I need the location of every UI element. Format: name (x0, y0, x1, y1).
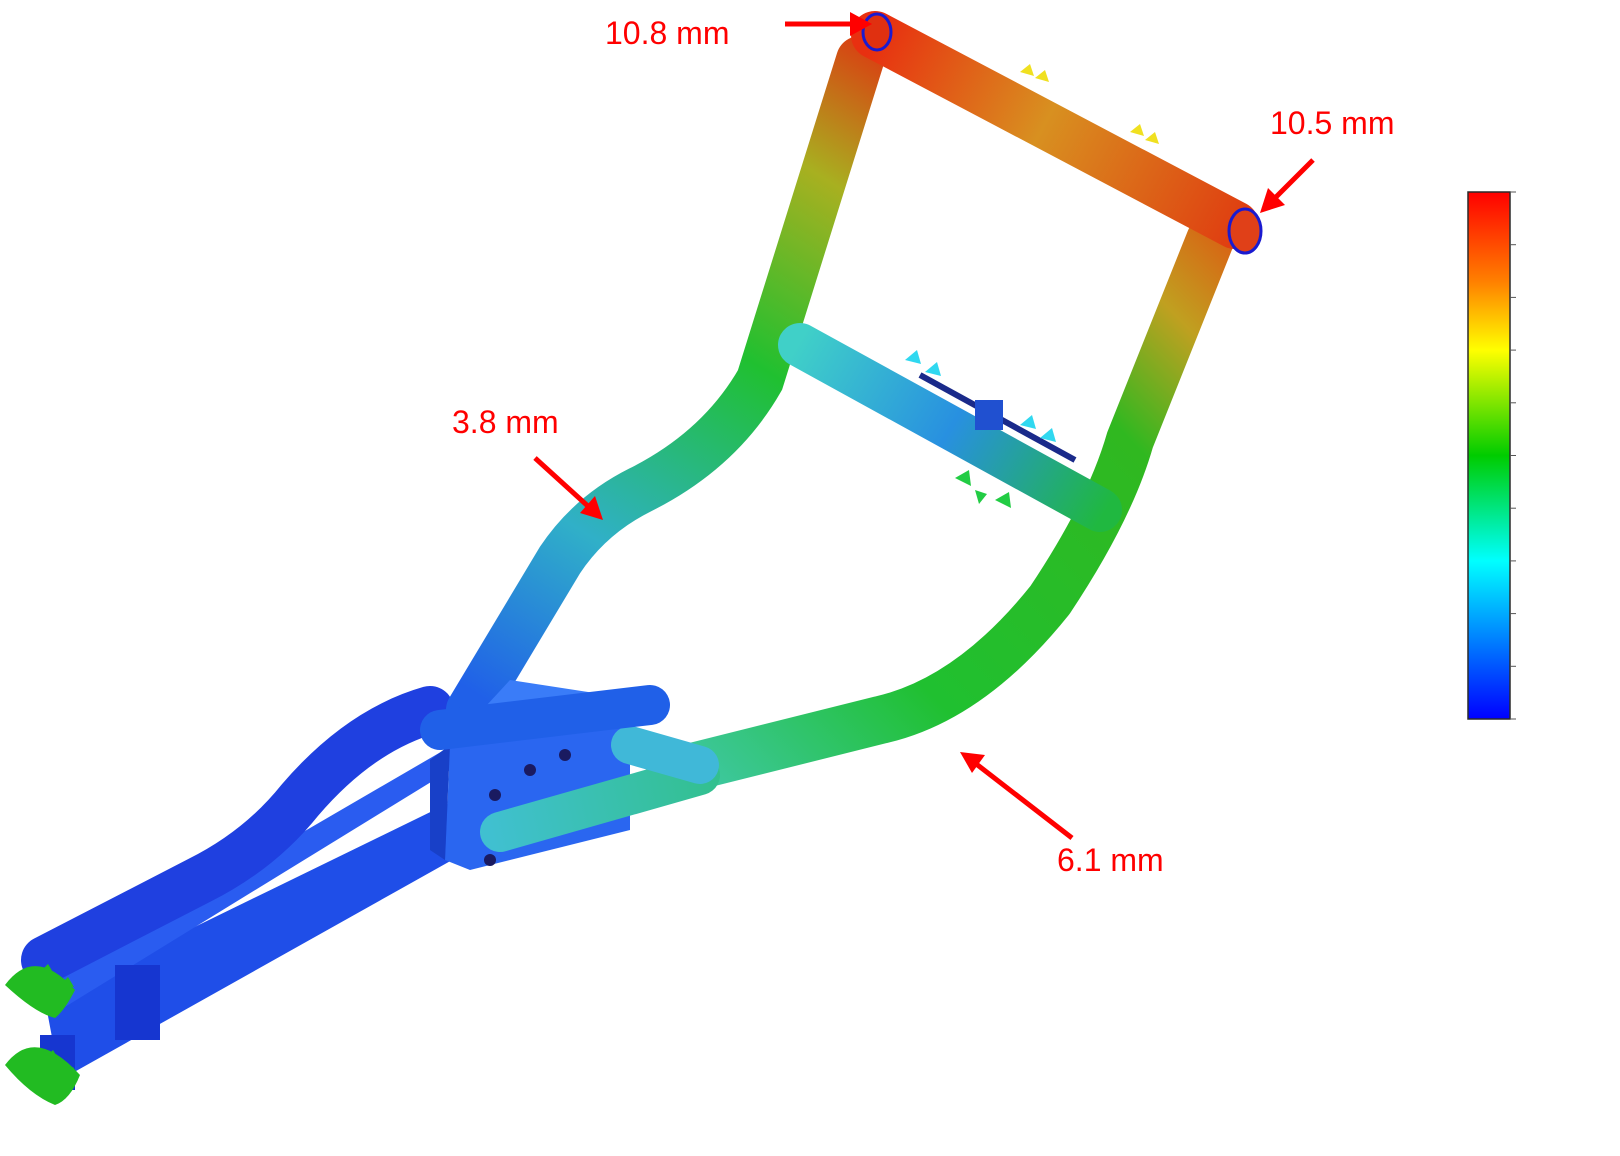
plate-top-tube (420, 685, 670, 750)
colorbar-legend (1467, 191, 1516, 720)
arrow-icon (785, 12, 872, 36)
colorbar-ticks (1510, 191, 1516, 720)
callout-top-left: 10.8 mm (605, 12, 872, 51)
arrow-icon (1260, 158, 1315, 213)
load-arrow-icon (1020, 64, 1159, 144)
top-left-end-cap (861, 12, 893, 52)
frame-structure (5, 11, 1263, 1105)
short-connector-tube (611, 726, 719, 784)
cross-bar-tube (778, 323, 1122, 532)
callout-lower-bend: 6.1 mm (960, 752, 1164, 878)
callout-label-top-right: 10.5 mm (1270, 105, 1394, 141)
callout-label-lower-bend: 6.1 mm (1057, 842, 1164, 878)
fixed-support-icon (5, 964, 80, 1105)
callout-label-top-left: 10.8 mm (605, 15, 729, 51)
right-side-tube (656, 216, 1234, 794)
rail-spacer (115, 965, 160, 1040)
lower-connector-tube (480, 755, 720, 852)
top-bar-end-cap (1227, 207, 1263, 255)
colorbar (1467, 191, 1511, 720)
callout-top-right: 10.5 mm (1260, 105, 1394, 213)
top-bar-tube (851, 11, 1259, 249)
callout-left-bend: 3.8 mm (452, 404, 603, 520)
load-arrow-icon (955, 470, 1011, 508)
arrow-icon (533, 456, 603, 520)
upper-rail (21, 686, 454, 984)
base-rails (21, 686, 475, 1090)
left-side-tube (446, 36, 884, 734)
cross-bar-bracket (975, 400, 1003, 430)
load-arrow-icon (905, 350, 1056, 442)
callout-annotations: 10.8 mm 10.5 mm 3.8 mm 6.1 mm (452, 12, 1394, 878)
arrow-icon (960, 752, 1074, 840)
callout-label-left-bend: 3.8 mm (452, 404, 559, 440)
